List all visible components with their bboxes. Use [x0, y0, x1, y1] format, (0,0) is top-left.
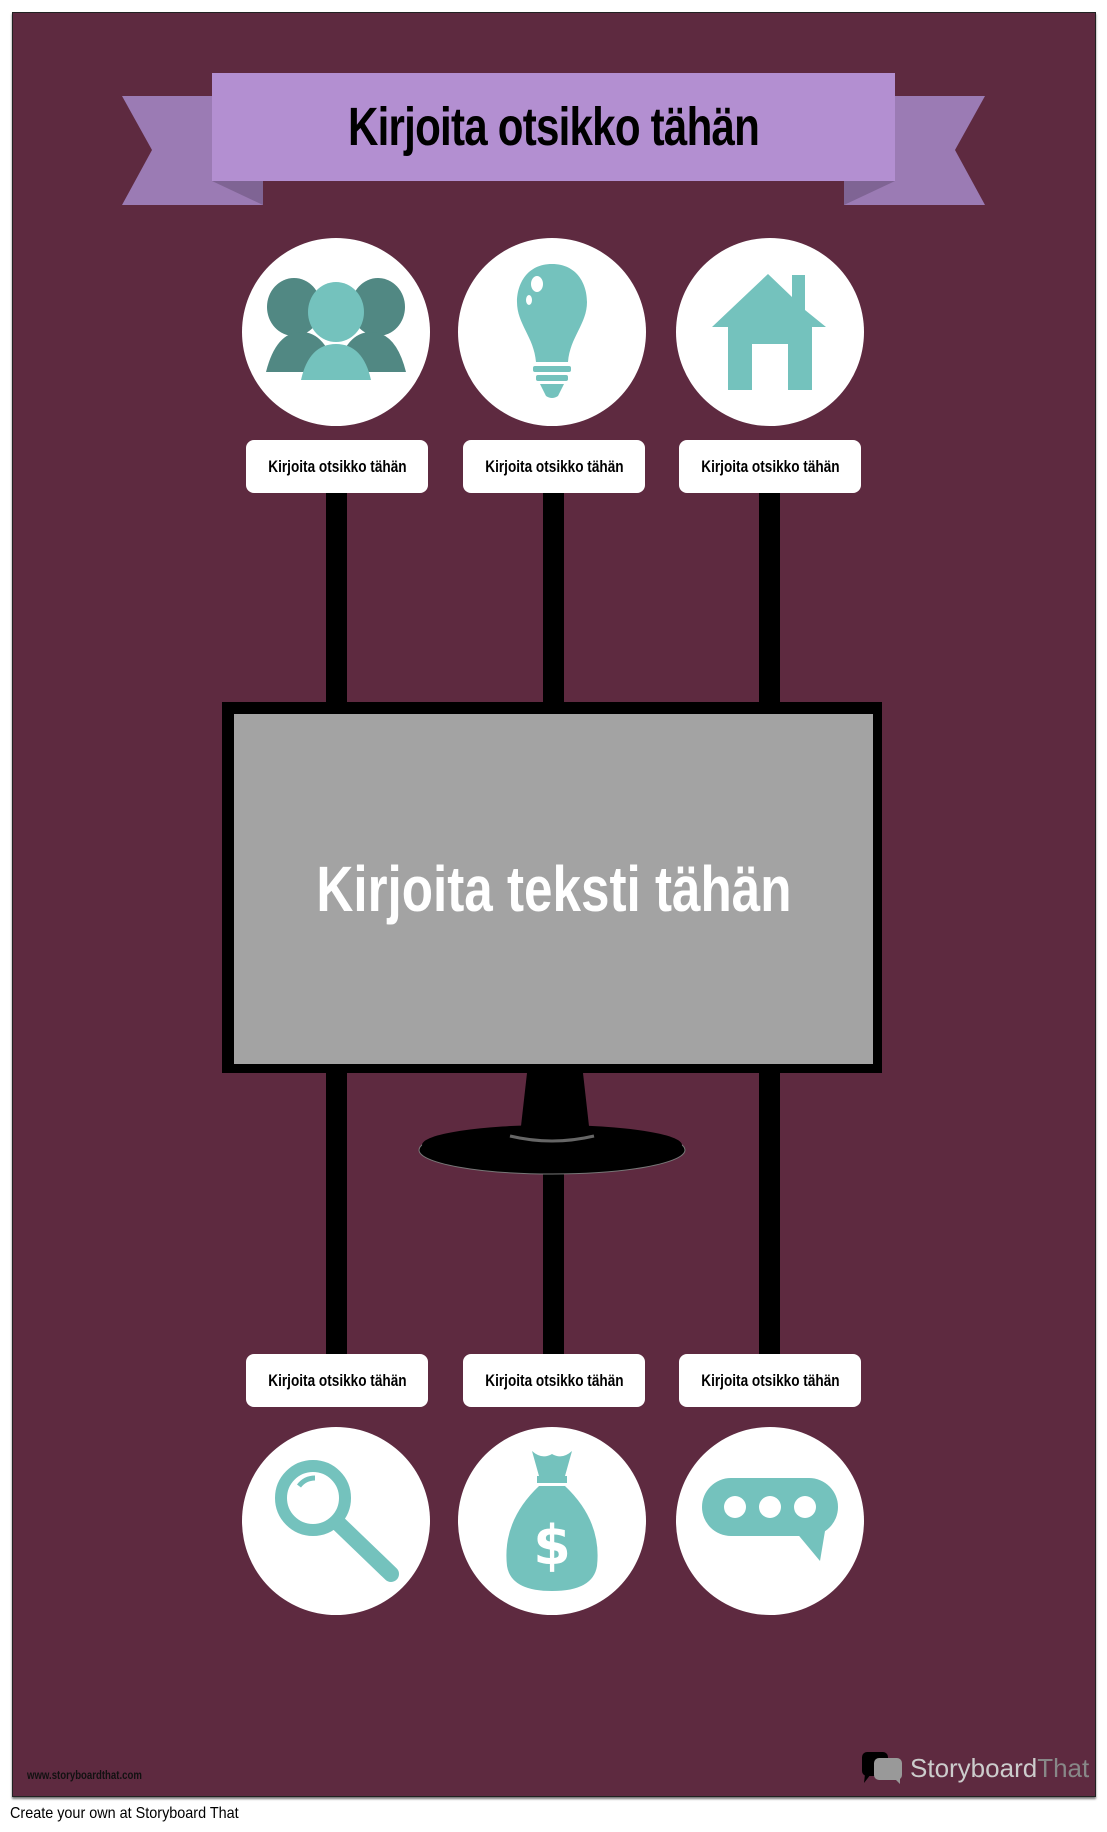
- create-your-own-link[interactable]: Create your own at Storyboard That: [10, 1805, 239, 1822]
- label-text: Kirjoita otsikko tähän: [267, 456, 407, 476]
- top-circle-3: [676, 238, 864, 426]
- title-banner: Kirjoita otsikko tähän: [212, 73, 895, 181]
- bottom-circle-2: $: [458, 1427, 646, 1615]
- bottom-circle-1: [242, 1427, 430, 1615]
- label-text: Kirjoita otsikko tähän: [484, 1370, 624, 1390]
- house-icon: [712, 274, 826, 390]
- connector-bar: [543, 493, 564, 702]
- page-title: Kirjoita otsikko tähän: [347, 97, 760, 157]
- label-text: Kirjoita otsikko tähän: [700, 456, 840, 476]
- label-text: Kirjoita otsikko tähän: [484, 456, 624, 476]
- connector-bar: [759, 1073, 780, 1354]
- speech-bubbles-icon: [862, 1752, 902, 1784]
- top-label-2[interactable]: Kirjoita otsikko tähän: [463, 440, 645, 493]
- bottom-label-2[interactable]: Kirjoita otsikko tähän: [463, 1354, 645, 1407]
- storyboardthat-logo[interactable]: StoryboardThat: [862, 1752, 1089, 1784]
- connector-bar: [326, 1073, 347, 1354]
- top-label-3[interactable]: Kirjoita otsikko tähän: [679, 440, 861, 493]
- connector-bar: [759, 493, 780, 702]
- people-icon: [266, 278, 406, 380]
- website-url[interactable]: www.storyboardthat.com: [27, 1768, 142, 1782]
- top-circle-1: [242, 238, 430, 426]
- monitor-screen[interactable]: Kirjoita teksti tähän: [234, 714, 873, 1064]
- lightbulb-icon: [517, 264, 587, 398]
- chat-bubble-icon: [702, 1478, 838, 1561]
- connector-bar: [543, 1170, 564, 1354]
- money-bag-icon: $: [506, 1451, 598, 1591]
- bottom-label-1[interactable]: Kirjoita otsikko tähän: [246, 1354, 428, 1407]
- magnifier-icon: [275, 1460, 399, 1582]
- svg-text:$: $: [533, 1514, 571, 1577]
- label-text: Kirjoita otsikko tähän: [700, 1370, 840, 1390]
- bottom-label-3[interactable]: Kirjoita otsikko tähän: [679, 1354, 861, 1407]
- bottom-circle-3: [676, 1427, 864, 1615]
- center-text: Kirjoita teksti tähän: [315, 853, 792, 925]
- label-text: Kirjoita otsikko tähän: [267, 1370, 407, 1390]
- top-label-1[interactable]: Kirjoita otsikko tähän: [246, 440, 428, 493]
- logo-text-storyboard: Storyboard: [910, 1752, 1038, 1783]
- monitor-stand: [418, 1073, 686, 1175]
- connector-bar: [326, 493, 347, 702]
- logo-text-that: That: [1037, 1752, 1090, 1783]
- top-circle-2: [458, 238, 646, 426]
